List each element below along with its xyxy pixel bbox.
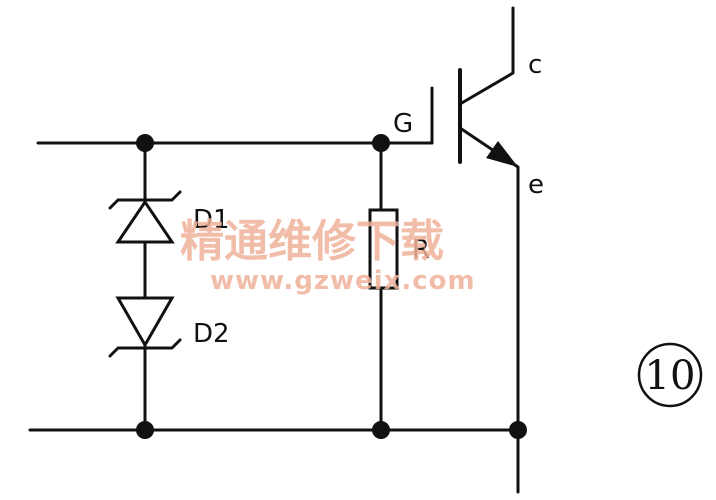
label-emitter: e <box>528 170 544 200</box>
watermark-text: 精通维修下载 <box>180 216 444 267</box>
zener-diode-d2 <box>108 296 182 358</box>
watermark-url: www.gzweix.com <box>210 266 476 296</box>
figure-number-badge: 10 <box>637 342 703 408</box>
resistor-r <box>368 141 399 432</box>
zener-diode-d1 <box>108 190 182 244</box>
label-d2: D2 <box>193 319 230 349</box>
igbt-emitter <box>458 126 520 494</box>
emitter-arrow-icon <box>486 141 518 167</box>
label-gate: G <box>393 109 413 139</box>
junction-dot-top-resistor <box>372 134 390 152</box>
junction-dot-bottom-resistor <box>372 421 390 439</box>
igbt-collector <box>458 6 515 106</box>
label-d1: D1 <box>193 205 230 235</box>
junction-dot-bottom-diode <box>136 421 154 439</box>
junction-dot-top-diode <box>136 134 154 152</box>
figure-number: 10 <box>645 353 696 399</box>
junction-dot-bottom-emitter <box>509 421 527 439</box>
label-resistor: R <box>412 235 430 265</box>
label-collector: c <box>528 50 542 80</box>
